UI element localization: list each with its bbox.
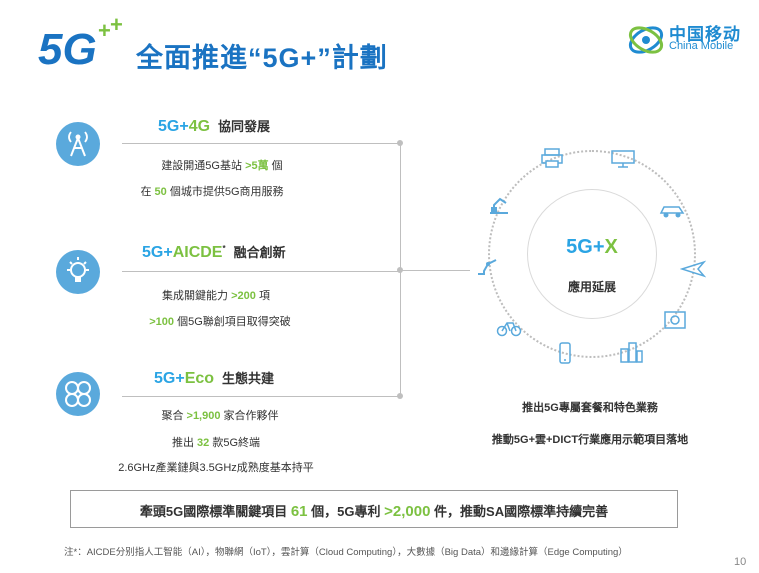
connector-dot [397,140,403,146]
stat-capabilities: 集成關鍵能力 >200 項 [162,290,270,302]
lightbulb-icon [67,257,89,282]
stat-industry-chain: 2.6GHz產業鏈與3.5GHz成熟度基本持平 [118,462,314,474]
ecosystem-center [527,189,657,319]
monitor-icon [611,150,635,168]
ecosystem-ring [488,150,696,358]
drone-icon [664,311,686,329]
brand-name-en: China Mobile [669,40,734,52]
china-mobile-logo-icon [628,26,664,54]
stat-base-stations: 建設開通5G基站 >5萬 個 [161,160,283,172]
right-text-dict: 推動5G+雲+DICT行業應用示範項目落地 [491,434,689,446]
connector-line [320,396,400,397]
summary-box [70,490,678,528]
divider [122,396,320,397]
connector-line [400,270,470,271]
section-icon-circle [56,372,100,416]
svg-text:+: + [110,14,123,37]
connector-line [320,271,400,272]
plane-icon [680,260,706,278]
factory-robot-icon [490,197,508,214]
phone-icon [559,342,571,364]
stat-partners: 聚合 >1,900 家合作夥伴 [161,410,279,422]
car-icon [659,206,685,218]
brand-name-cn: 中国移动 [669,25,741,44]
section-icon-circle [56,122,100,166]
connector-line [320,143,400,144]
ecosystem-subtitle: 應用延展 [567,280,616,294]
stat-terminals: 推出 32 款5G終端 [171,437,261,449]
logo-5g-text: 5G [38,25,97,74]
network-icon [65,381,91,407]
footnote: 注*：AICDE分别指人工智能（AI），物聯網（IoT），雲計算（Cloud C… [64,547,628,558]
summary-text: 牽頭5G國際標準關鍵項目 61 個，5G專利 >2,000 件，推動SA國際標準… [139,503,609,520]
divider [122,143,320,144]
connector-dot [397,393,403,399]
connector-dot [397,267,403,273]
section-heading-aicde: 5G+AICDE*融合創新 [142,244,286,261]
right-text-packages: 推出5G專屬套餐和特色業務 [522,402,658,414]
divider [122,271,320,272]
bicycle-icon [496,322,522,337]
building-icon [620,342,643,363]
5g-plus-logo: 5G + + [38,14,123,74]
svg-text:+: + [98,18,111,43]
section-icon-circle [56,250,100,294]
printer-icon [541,148,563,168]
stat-cities: 在 50 個城市提供5G商用服務 [140,186,284,198]
page-title: 全面推進“5G+”計劃 [136,43,388,73]
ecosystem-title: 5G+X [566,236,618,258]
page-number: 10 [734,556,747,568]
stat-projects: >100 個5G聯創項目取得突破 [149,316,291,328]
robot-arm-icon [478,259,497,275]
antenna-icon [68,131,88,157]
